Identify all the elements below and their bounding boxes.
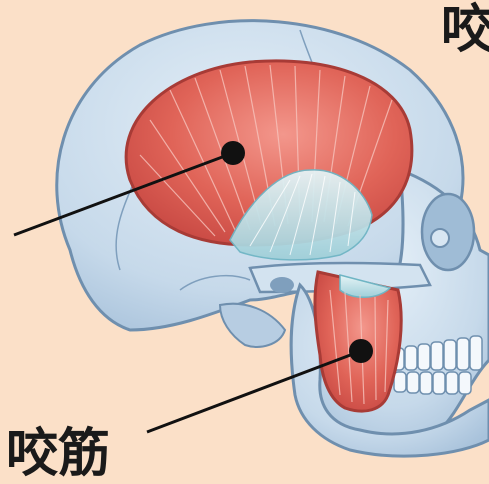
title-character: 咬 xyxy=(441,4,489,56)
skull-illustration xyxy=(0,0,489,463)
pointer-dot xyxy=(221,141,245,165)
anatomy-diagram: 咬 咬筋 xyxy=(0,0,489,463)
pointer-dot xyxy=(349,339,373,363)
mastoid xyxy=(220,304,285,347)
masseter-label: 咬筋 xyxy=(6,428,110,480)
ear-canal xyxy=(270,277,294,293)
